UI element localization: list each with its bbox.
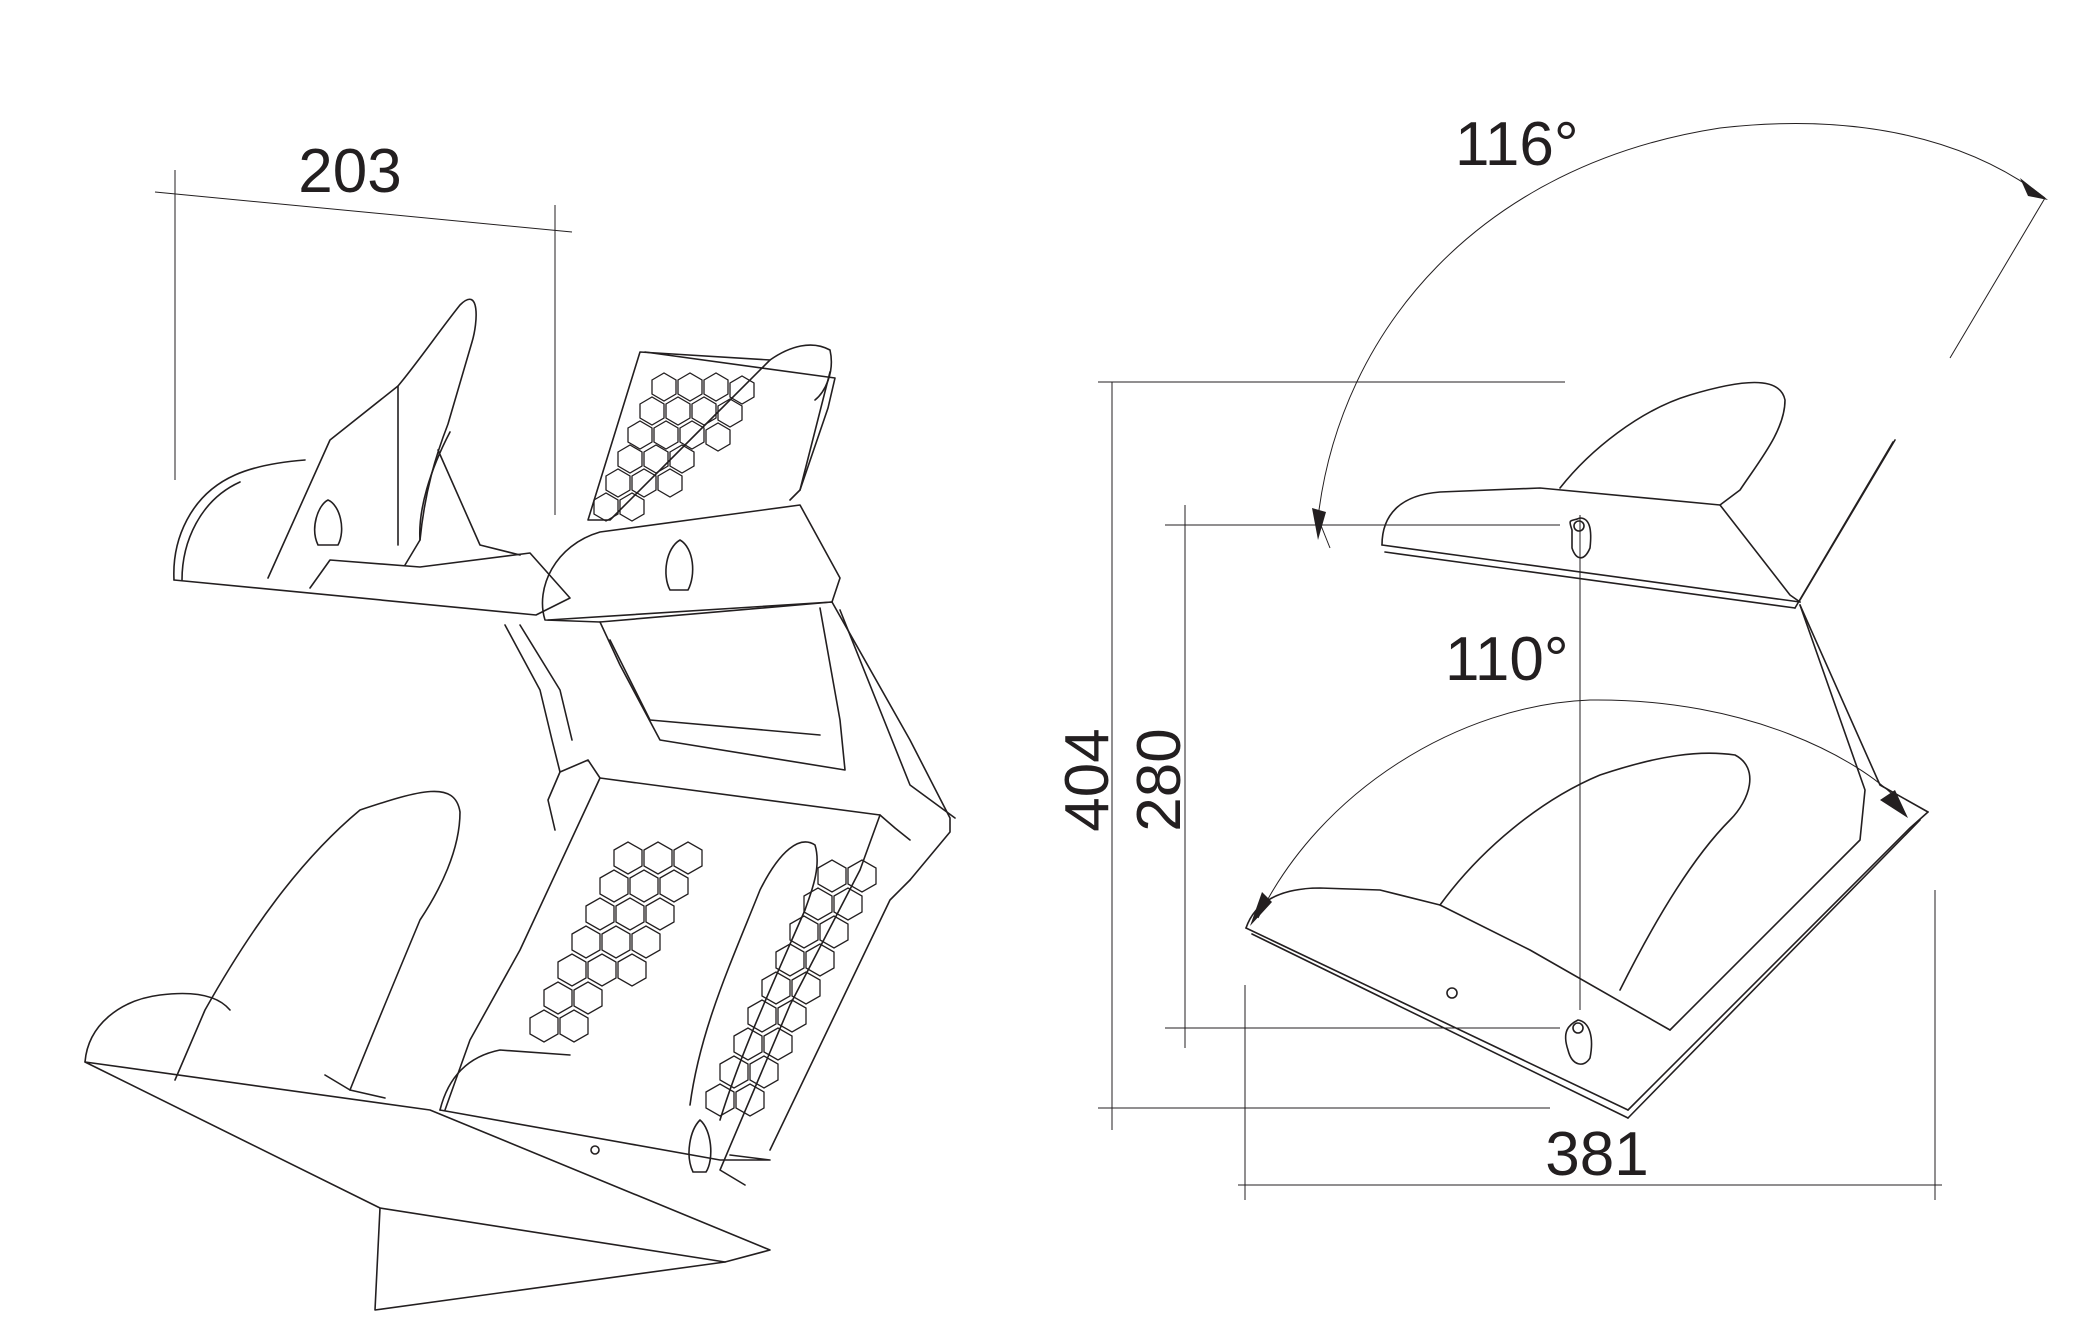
lower-right-shelf (439, 841, 818, 1173)
side-view: 116° (1053, 110, 2048, 1200)
dimension-116-angle: 116° (1312, 110, 2048, 549)
side-lower-shelf (1245, 604, 1929, 1119)
dimension-280-label: 280 (1125, 728, 1194, 831)
side-upper-shelf (1381, 381, 1896, 609)
dimension-404: 404 (1053, 381, 1565, 1130)
dimension-110-angle: 110° (1250, 515, 1908, 1010)
dimension-203: 203 (154, 137, 573, 515)
arrow-110-end (1880, 790, 1908, 818)
dimension-404-label: 404 (1053, 728, 1122, 831)
dimension-116-label: 116° (1455, 110, 1579, 179)
isometric-view: 203 (84, 137, 956, 1311)
upper-right-shelf (541, 344, 841, 623)
upper-hex-perforation (593, 372, 755, 522)
center-connector (444, 601, 956, 1186)
dimension-280: 280 (1125, 505, 1560, 1048)
dimension-381-label: 381 (1545, 1120, 1648, 1189)
lower-hex-perforation (529, 841, 877, 1117)
dimension-203-label: 203 (298, 137, 401, 206)
arrow-116-start (1312, 508, 1326, 540)
lower-left-shelf (84, 790, 771, 1311)
dimension-110-label: 110° (1445, 625, 1569, 694)
upper-left-shelf (173, 298, 571, 616)
arrow-116-end (2020, 178, 2048, 200)
dimension-381: 381 (1238, 890, 1942, 1200)
arrow-110-start (1250, 892, 1272, 926)
